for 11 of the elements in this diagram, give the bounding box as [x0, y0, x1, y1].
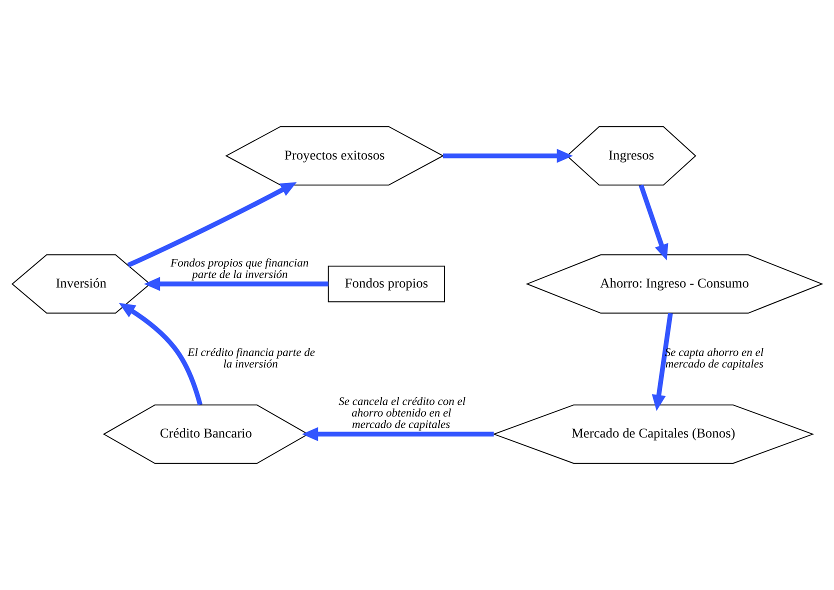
arrow: [442, 148, 573, 163]
edge-label: Se cancela el crédito con el ahorro obtenido en el mercado de capitales: [338, 396, 466, 432]
arrow: [118, 302, 202, 406]
arrow: [638, 184, 668, 260]
arrow: [652, 312, 673, 411]
edge-label: El crédito financia parte de la inversión: [188, 346, 315, 370]
node-box: Fondos propios: [328, 266, 446, 302]
edge-label: Fondos propios que financian parte de la inversión: [170, 257, 309, 281]
arrow: [144, 276, 328, 291]
arrow: [302, 427, 494, 442]
arrow: [127, 182, 297, 268]
